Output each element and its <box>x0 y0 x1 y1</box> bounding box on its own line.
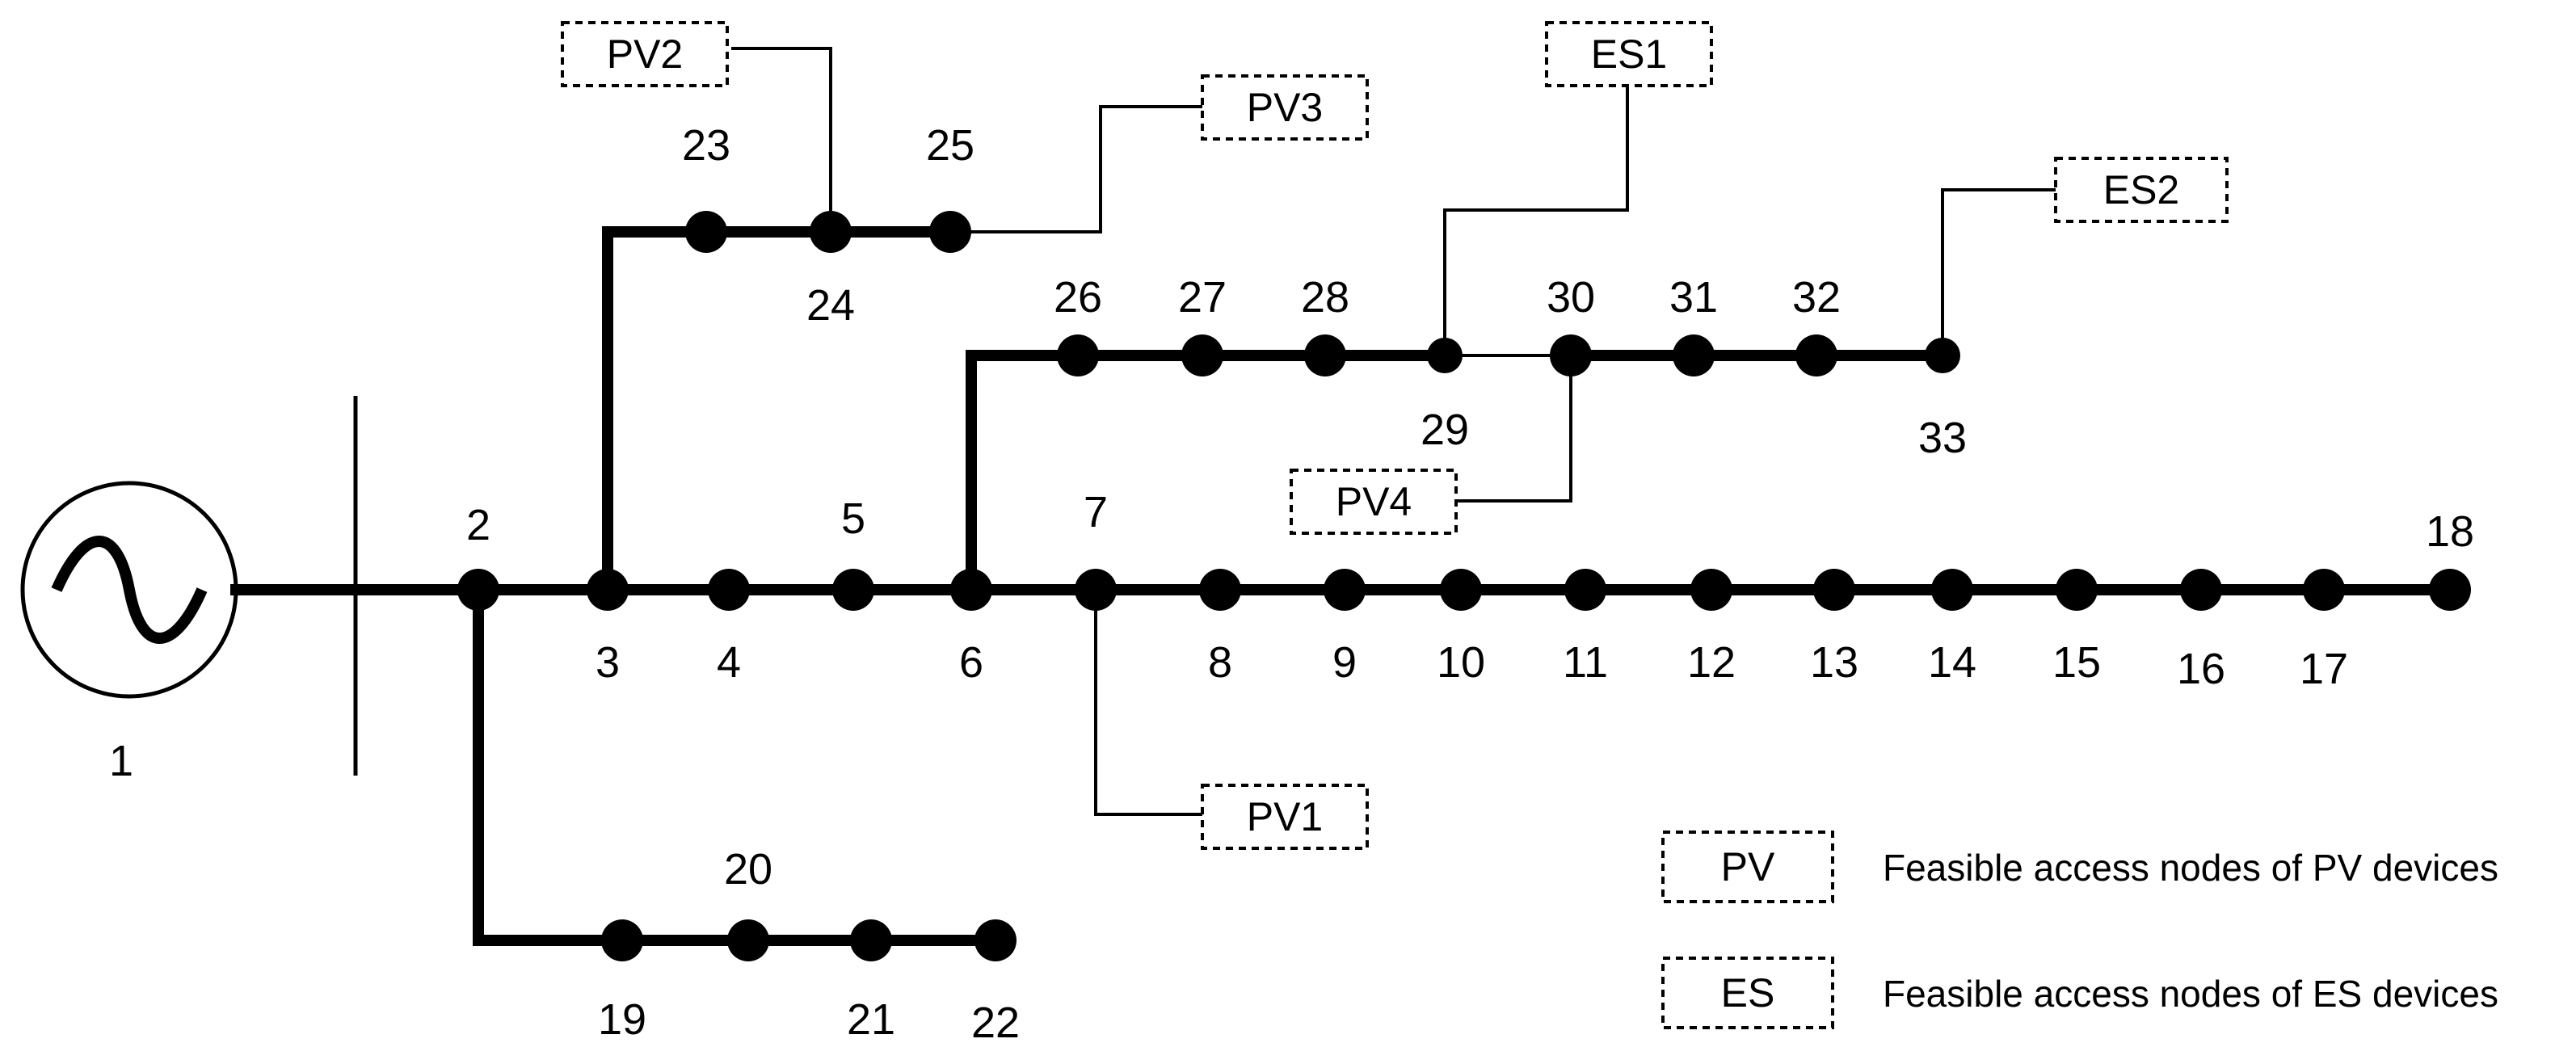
device-es2: ES2 <box>2054 157 2229 223</box>
node-31 <box>1673 334 1715 376</box>
device-pv1: PV1 <box>1201 784 1369 850</box>
node-5 <box>832 569 874 611</box>
node-label: 20 <box>724 845 772 894</box>
node-label: 7 <box>1084 488 1108 536</box>
branch-26-33 <box>966 350 1450 595</box>
ac-source-icon <box>20 481 238 699</box>
node-4 <box>708 569 750 611</box>
node-label: 24 <box>806 281 855 330</box>
node-26 <box>1057 334 1099 376</box>
node-21 <box>850 919 892 961</box>
node-label: 2 <box>466 501 490 549</box>
node-label: 5 <box>841 494 865 543</box>
node-13 <box>1813 569 1855 611</box>
node-7 <box>1075 569 1117 611</box>
device-label: PV1 <box>1247 794 1324 839</box>
device-es1: ES1 <box>1545 21 1713 87</box>
node-11 <box>1564 569 1606 611</box>
node-label: 15 <box>2052 638 2101 687</box>
node-6 <box>950 569 992 611</box>
device-label: PV3 <box>1247 85 1324 130</box>
node-12 <box>1690 569 1732 611</box>
node-29 <box>1427 338 1463 373</box>
node-label: 27 <box>1178 273 1227 322</box>
node-label: 8 <box>1208 638 1232 687</box>
node-18 <box>2429 569 2471 611</box>
node-10 <box>1440 569 1482 611</box>
device-label: PV4 <box>1336 479 1412 524</box>
device-connectors <box>731 47 2056 816</box>
legend-es-text: Feasible access nodes of ES devices <box>1883 973 2498 1015</box>
node-label: 19 <box>598 995 646 1044</box>
node-label: 3 <box>596 638 620 687</box>
node-label-1: 1 <box>109 737 133 785</box>
node-label: 25 <box>926 121 974 170</box>
node-23 <box>685 211 727 253</box>
node-label: 14 <box>1928 638 1976 687</box>
node-labels: 2 3 4 5 6 7 8 9 10 11 12 13 14 15 16 17 … <box>466 121 2474 1047</box>
node-30 <box>1550 334 1592 376</box>
device-label: PV2 <box>607 32 684 77</box>
node-label: 10 <box>1437 638 1485 687</box>
device-pv4: PV4 <box>1290 469 1458 535</box>
node-17 <box>2303 569 2345 611</box>
node-28 <box>1304 334 1346 376</box>
node-label: 30 <box>1547 273 1595 322</box>
device-pv3: PV3 <box>1201 74 1369 141</box>
node-33 <box>1925 338 1960 373</box>
node-15 <box>2056 569 2098 611</box>
node-25 <box>929 211 971 253</box>
node-label: 18 <box>2426 507 2474 556</box>
node-24 <box>810 211 852 253</box>
node-3 <box>587 569 629 611</box>
device-label: ES2 <box>2103 167 2180 212</box>
node-label: 11 <box>1563 638 1608 687</box>
node-label: 32 <box>1792 273 1841 322</box>
node-14 <box>1931 569 1973 611</box>
node-label: 12 <box>1687 638 1736 687</box>
node-8 <box>1199 569 1241 611</box>
node-label: 9 <box>1332 638 1357 687</box>
node-22 <box>974 919 1017 961</box>
node-9 <box>1324 569 1366 611</box>
device-label: ES1 <box>1591 32 1668 77</box>
node-label: 16 <box>2177 645 2225 693</box>
node-label: 28 <box>1301 273 1349 322</box>
legend-es-box: ES <box>1721 970 1775 1016</box>
legend-pv-text: Feasible access nodes of PV devices <box>1883 847 2498 889</box>
node-19 <box>601 919 643 961</box>
device-pv2: PV2 <box>561 21 729 87</box>
node-label: 17 <box>2300 645 2348 693</box>
legend-pv-box: PV <box>1721 844 1775 889</box>
node-label: 13 <box>1810 638 1858 687</box>
node-label: 23 <box>682 121 730 170</box>
node-27 <box>1181 334 1223 376</box>
node-label: 21 <box>847 995 895 1044</box>
node-label: 4 <box>717 638 741 687</box>
node-32 <box>1795 334 1837 376</box>
nodes <box>457 211 2471 961</box>
node-label: 31 <box>1669 273 1718 322</box>
legend: PV Feasible access nodes of PV devices E… <box>1661 831 2498 1029</box>
branch-19-22 <box>473 584 1001 946</box>
node-2 <box>457 569 499 611</box>
node-label: 29 <box>1421 406 1469 454</box>
node-20 <box>727 919 769 961</box>
node-label: 33 <box>1918 414 1967 462</box>
node-label: 6 <box>959 638 983 687</box>
node-16 <box>2180 569 2222 611</box>
node-label: 22 <box>971 999 1020 1047</box>
branch-23-25 <box>602 226 956 595</box>
node-label: 26 <box>1054 273 1102 322</box>
